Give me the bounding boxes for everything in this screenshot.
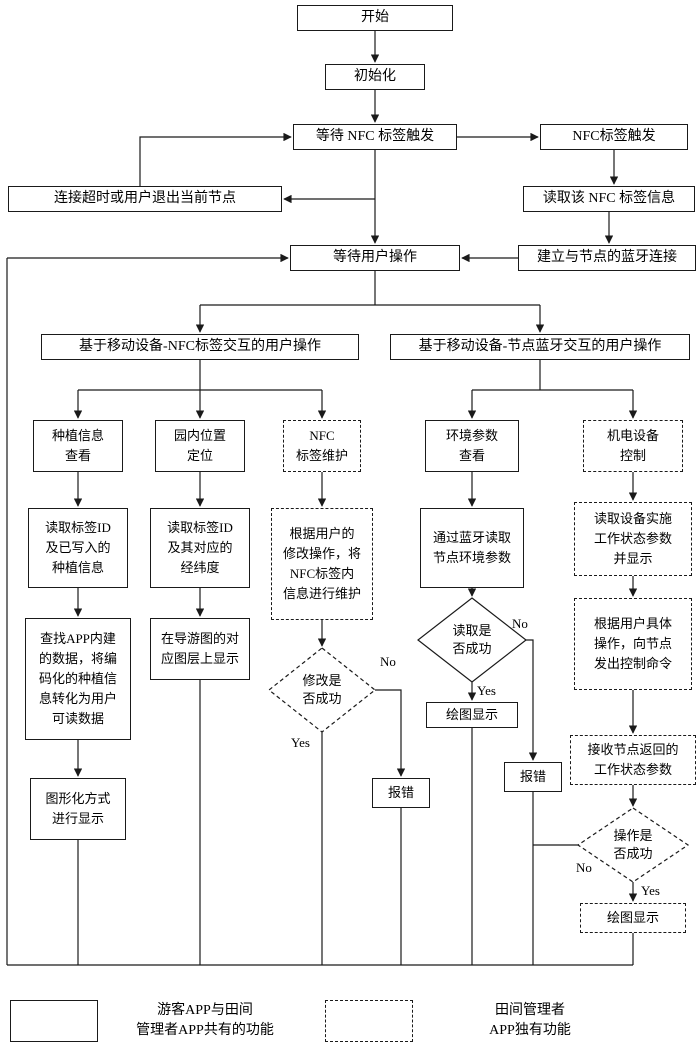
edge-label-modify-yes: Yes	[291, 735, 310, 750]
read-success-label: 读取是 否成功	[452, 622, 492, 656]
node-park-location: 园内位置 定位	[155, 420, 245, 472]
edge-label-read-no: No	[512, 616, 528, 631]
node-maintain-nfc-info: 根据用户的 修改操作，将 NFC标签内 信息进行维护	[271, 508, 373, 620]
node-env-param-view: 环境参数 查看	[425, 420, 519, 472]
operation-success-label: 操作是 否成功	[613, 827, 653, 861]
node-guide-map-display: 在导游图的对 应图层上显示	[150, 618, 250, 680]
node-read-nfc-info: 读取该 NFC 标签信息	[523, 186, 695, 212]
read-success-diamond	[417, 597, 527, 683]
node-lookup-app-data: 查找APP内建 的数据，将编 码化的种植信 息转化为用户 可读数据	[25, 618, 131, 740]
node-plot-display-env: 绘图显示	[426, 702, 518, 728]
node-start: 开始	[297, 5, 453, 31]
flow-edges	[6, 31, 638, 966]
node-nfc-interaction-ops: 基于移动设备-NFC标签交互的用户操作	[41, 334, 359, 360]
modify-success-diamond	[268, 647, 376, 733]
node-graphic-display: 图形化方式 进行显示	[30, 778, 126, 840]
node-read-tag-planting: 读取标签ID 及已写入的 种植信息	[28, 508, 128, 588]
node-read-tag-coords: 读取标签ID 及其对应的 经纬度	[150, 508, 250, 588]
node-nfc-tag-maintain: NFC 标签维护	[283, 420, 361, 472]
node-init: 初始化	[325, 64, 425, 90]
legend-shared-label: 游客APP与田间 管理者APP共有的功能	[136, 1003, 274, 1038]
node-error-nfc: 报错	[372, 778, 430, 808]
edge-label-read-yes: Yes	[477, 683, 496, 698]
legend-shared-swatch	[10, 1000, 98, 1042]
legend-manager-label: 田间管理者 APP独有功能	[489, 1003, 571, 1038]
node-bt-interaction-ops: 基于移动设备-节点蓝牙交互的用户操作	[390, 334, 690, 360]
node-error-env: 报错	[504, 762, 562, 792]
edge-label-operation-no: No	[576, 860, 592, 875]
node-read-device-status: 读取设备实施 工作状态参数 并显示	[574, 502, 692, 576]
node-nfc-triggered: NFC标签触发	[540, 124, 688, 150]
edge-label-modify-no: No	[380, 654, 396, 669]
node-send-control-cmd: 根据用户具体 操作，向节点 发出控制命令	[574, 598, 692, 690]
node-wait-user-action: 等待用户操作	[290, 245, 460, 271]
legend-manager-swatch	[325, 1000, 413, 1042]
node-timeout-or-exit: 连接超时或用户退出当前节点	[8, 186, 282, 212]
node-receive-status: 接收节点返回的 工作状态参数	[570, 735, 696, 785]
node-wait-nfc-trigger: 等待 NFC 标签触发	[293, 124, 457, 150]
node-planting-info-view: 种植信息 查看	[33, 420, 123, 472]
modify-success-label: 修改是 否成功	[302, 672, 342, 706]
node-bt-read-env: 通过蓝牙读取 节点环境参数	[420, 508, 524, 588]
node-plot-display-ctrl: 绘图显示	[580, 903, 686, 933]
node-device-control: 机电设备 控制	[583, 420, 683, 472]
node-bluetooth-connect: 建立与节点的蓝牙连接	[518, 245, 696, 271]
edge-label-operation-yes: Yes	[641, 883, 660, 898]
operation-success-diamond	[576, 807, 690, 883]
